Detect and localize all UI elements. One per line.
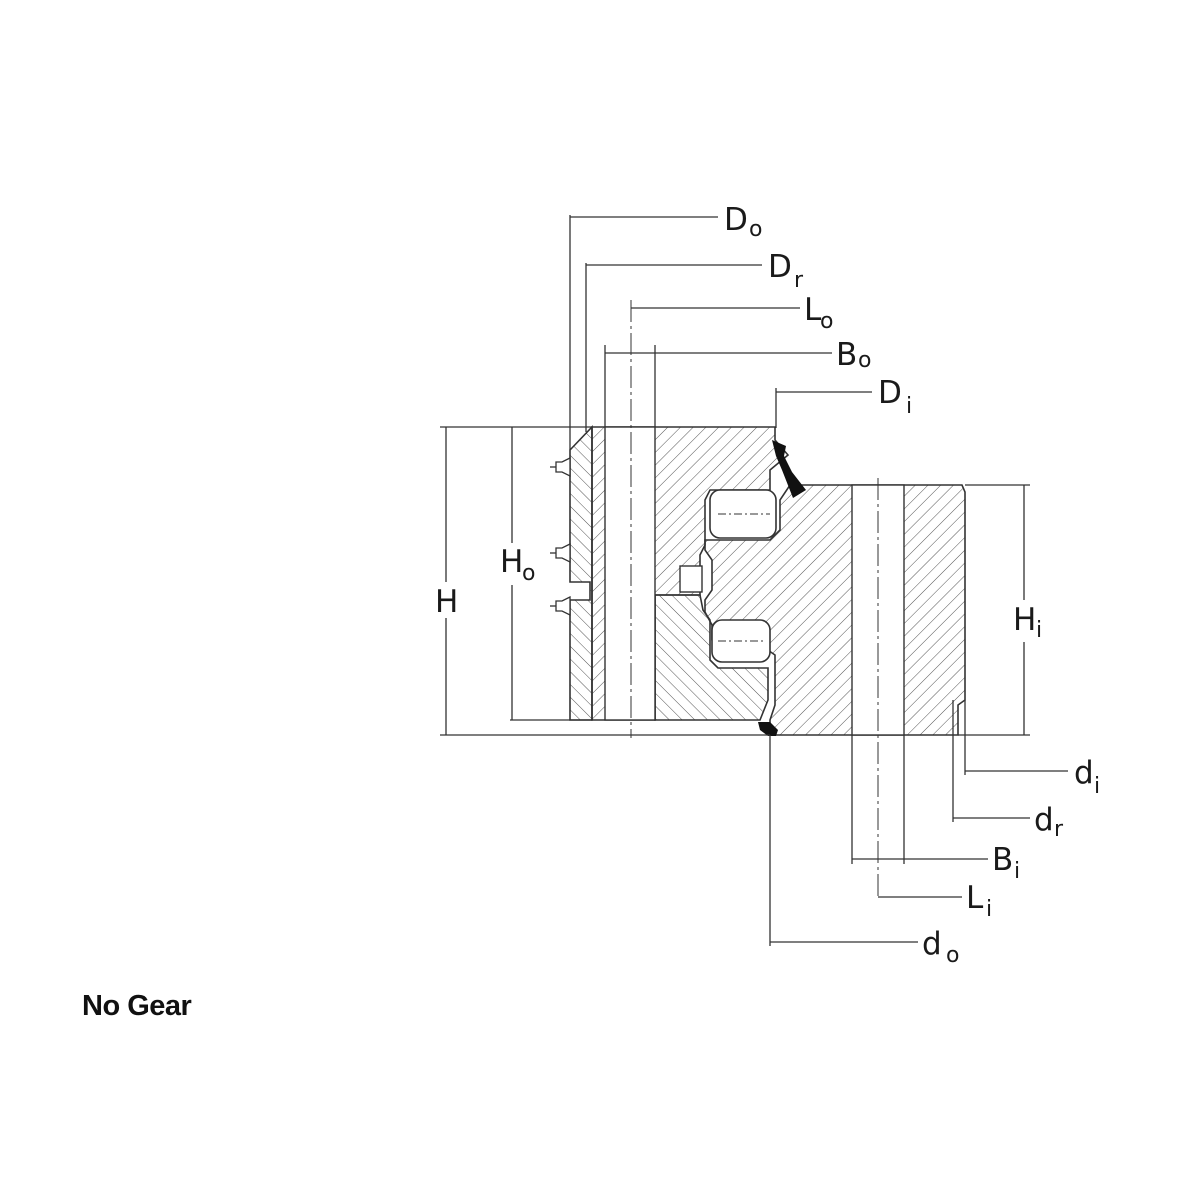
svg-text:i: i — [906, 394, 912, 419]
svg-text:o: o — [946, 943, 959, 968]
svg-text:L: L — [804, 292, 822, 328]
svg-text:i: i — [1094, 774, 1100, 799]
svg-text:o: o — [749, 217, 762, 242]
label-B-i: B i — [992, 842, 1020, 884]
label-L-o: L o — [804, 292, 833, 334]
bottom-seal — [758, 722, 778, 736]
label-H: H — [435, 584, 458, 620]
roller-upper — [709, 489, 777, 539]
grease-nipple-3 — [550, 595, 571, 617]
svg-text:D: D — [878, 375, 902, 411]
svg-text:B: B — [992, 842, 1013, 878]
svg-text:o: o — [522, 561, 535, 586]
grease-nipple-2 — [550, 542, 571, 564]
svg-text:i: i — [1036, 618, 1042, 643]
svg-text:o: o — [858, 348, 871, 373]
label-H-i: H i — [1013, 602, 1042, 643]
inner-bolt-hole — [851, 478, 905, 900]
grease-nipple-1 — [550, 456, 571, 478]
svg-text:D: D — [724, 202, 748, 238]
filler-plug — [679, 565, 703, 593]
label-d-o: d o — [922, 926, 959, 968]
svg-text:H: H — [1013, 602, 1036, 638]
svg-text:d: d — [1034, 802, 1054, 838]
svg-text:d: d — [1074, 755, 1094, 791]
label-d-r: d r — [1034, 802, 1064, 842]
label-d-i: d i — [1074, 755, 1100, 799]
top-seal — [772, 440, 806, 498]
svg-text:H: H — [500, 544, 523, 580]
caption-no-gear: No Gear — [82, 990, 192, 1022]
svg-text:B: B — [836, 337, 857, 373]
label-D-o: D o — [724, 202, 762, 242]
label-B-o: B o — [836, 337, 871, 373]
svg-text:r: r — [794, 268, 804, 293]
label-H-o: H o — [500, 544, 535, 586]
label-L-i: L i — [966, 880, 992, 922]
svg-text:d: d — [922, 926, 942, 962]
dimension-lines — [440, 215, 1068, 946]
label-D-i: D i — [878, 375, 912, 419]
label-D-r: D r — [768, 249, 804, 293]
outer-bolt-hole — [604, 300, 656, 738]
svg-text:H: H — [435, 584, 458, 620]
svg-text:r: r — [1054, 817, 1064, 842]
svg-text:D: D — [768, 249, 792, 285]
svg-text:i: i — [986, 897, 992, 922]
svg-text:L: L — [966, 880, 984, 916]
svg-text:o: o — [820, 309, 833, 334]
svg-text:i: i — [1014, 859, 1020, 884]
roller-lower — [711, 619, 771, 663]
